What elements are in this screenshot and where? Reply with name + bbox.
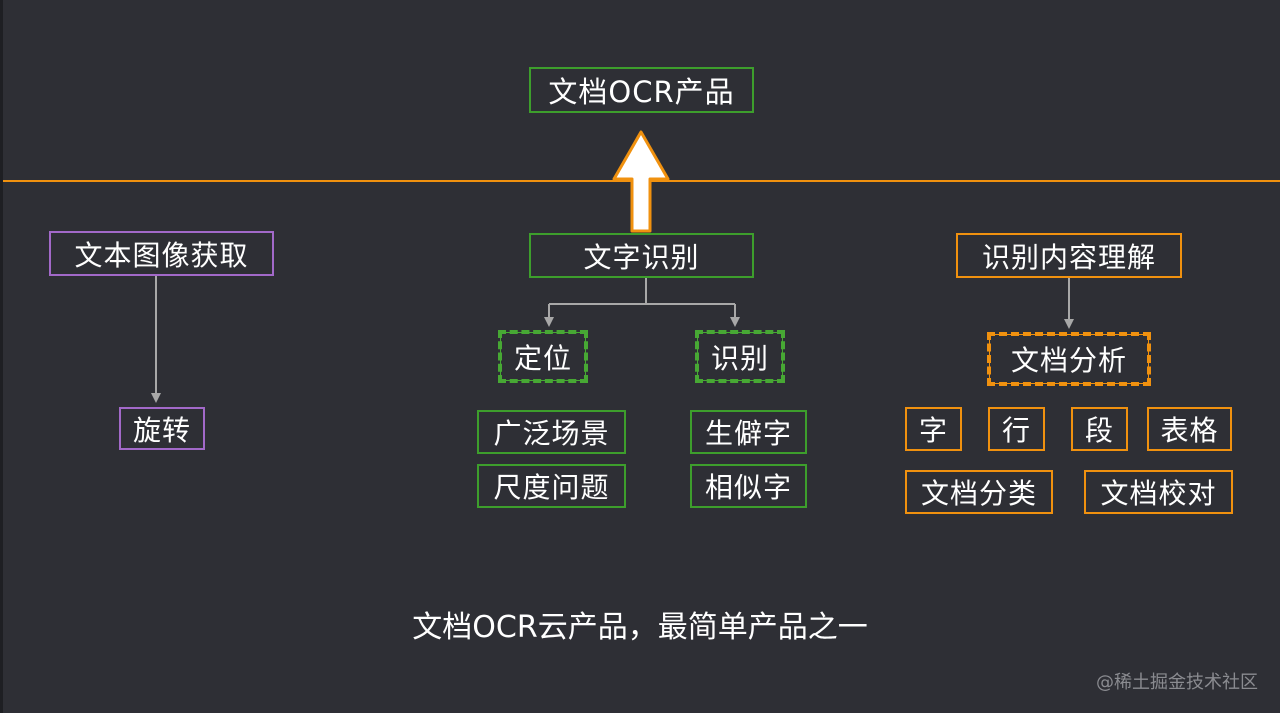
table-box: 表格: [1147, 407, 1232, 451]
doc-proofread-box: 文档校对: [1084, 470, 1233, 514]
left-edge: [0, 0, 3, 713]
big-up-arrow: [612, 130, 670, 233]
line-box: 行: [988, 407, 1045, 451]
identify-box: 识别: [695, 330, 785, 383]
char-box: 字: [905, 407, 962, 451]
wide-scene-box: 广泛场景: [477, 410, 626, 454]
image-acquire-box: 文本图像获取: [49, 231, 274, 276]
scale-problem-box: 尺度问题: [477, 464, 626, 508]
paragraph-box: 段: [1071, 407, 1128, 451]
doc-classify-box: 文档分类: [905, 470, 1053, 514]
doc-analysis-box: 文档分析: [987, 332, 1151, 386]
similar-char-box: 相似字: [690, 464, 807, 508]
product-box: 文档OCR产品: [529, 67, 754, 113]
rotate-box: 旋转: [119, 407, 205, 450]
slide-caption: 文档OCR云产品，最简单产品之一: [412, 610, 868, 645]
watermark: @稀土掘金技术社区: [1096, 672, 1258, 693]
text-recognition-box: 文字识别: [529, 233, 754, 278]
locate-box: 定位: [498, 330, 588, 383]
rare-char-box: 生僻字: [690, 410, 807, 454]
content-understanding-box: 识别内容理解: [956, 233, 1182, 278]
